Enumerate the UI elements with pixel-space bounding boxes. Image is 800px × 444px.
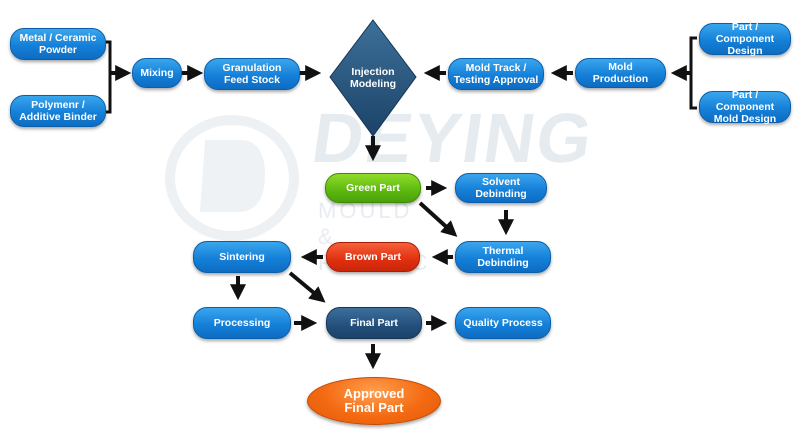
node-mold-track-testing-approval: Mold Track / Testing Approval [448, 58, 544, 90]
node-processing: Processing [193, 307, 291, 339]
node-granulation-feed-stock: Granulation Feed Stock [204, 58, 300, 90]
node-part-component-mold-design: Part / Component Mold Design [699, 89, 791, 125]
arrow-sintering-to-final [288, 271, 326, 303]
node-mold-production: Mold Production [575, 58, 666, 88]
injection-modeling-label: Injection Modeling [349, 66, 397, 90]
node-metal-ceramic-powder: Metal / Ceramic Powder [10, 28, 106, 60]
node-part-component-design: Part / Component Design [699, 21, 791, 57]
node-solvent-debinding: Solvent Debinding [455, 173, 547, 203]
arrow-green-to-thermal [418, 201, 458, 237]
node-quality-process: Quality Process [455, 307, 551, 339]
node-sintering: Sintering [193, 241, 291, 273]
node-mixing: Mixing [132, 58, 182, 88]
node-approved-final-part: Approved Final Part [307, 377, 441, 425]
node-brown-part: Brown Part [326, 242, 420, 272]
right-bracket [689, 36, 697, 110]
node-green-part: Green Part [325, 173, 421, 203]
node-injection-modeling: Injection Modeling [329, 19, 417, 137]
left-bracket [104, 40, 112, 114]
injection-diamond-shape [329, 19, 417, 137]
node-final-part: Final Part [326, 307, 422, 339]
node-thermal-debinding: Thermal Debinding [455, 241, 551, 273]
node-polymer-additive-binder: Polymenr / Additive Binder [10, 95, 106, 127]
